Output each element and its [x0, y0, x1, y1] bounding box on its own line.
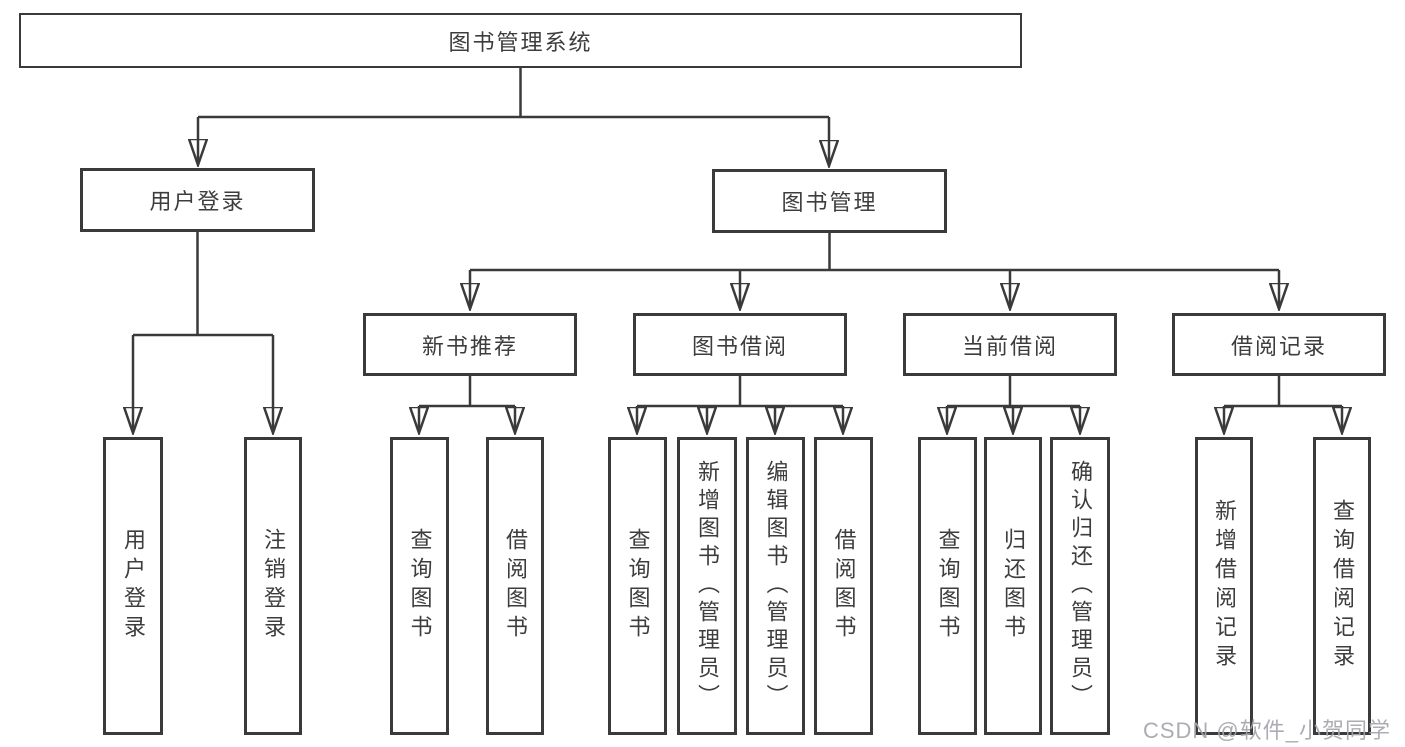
leaf-user-login: 用户登录 — [103, 437, 163, 735]
leaf-borrow-query-books: 查询图书 — [608, 437, 667, 735]
leaf-rec-borrow-books: 借阅图书 — [486, 437, 544, 735]
leaf-add-books-admin: 新增图书（管理员） — [677, 437, 737, 735]
connector-mgmt-branch — [470, 233, 1279, 272]
leaf-borrow-books: 借阅图书 — [814, 437, 873, 735]
node-borrow-records: 借阅记录 — [1172, 313, 1386, 376]
node-book-borrowing: 图书借阅 — [633, 313, 847, 376]
leaf-rec-query-books: 查询图书 — [390, 437, 449, 735]
node-new-book-recommend: 新书推荐 — [363, 313, 577, 376]
leaf-logout: 注销登录 — [244, 437, 302, 735]
leaf-edit-books-admin: 编辑图书（管理员） — [746, 437, 805, 735]
node-user-login-branch: 用户登录 — [80, 168, 315, 232]
connector-login-branch — [133, 232, 273, 337]
leaf-return-books: 归还图书 — [984, 437, 1042, 735]
node-book-management: 图书管理 — [712, 169, 947, 233]
leaf-current-query-books: 查询图书 — [918, 437, 977, 735]
connector-root — [198, 68, 829, 119]
connector-group-rec — [419, 376, 515, 408]
node-current-borrowing: 当前借阅 — [903, 313, 1117, 376]
csdn-watermark: CSDN @软件_小贺同学 — [1142, 718, 1391, 743]
leaf-query-borrow-record: 查询借阅记录 — [1313, 437, 1371, 735]
node-book-management-system: 图书管理系统 — [19, 13, 1022, 68]
connector-group-current — [947, 376, 1080, 408]
leaf-add-borrow-record: 新增借阅记录 — [1195, 437, 1253, 735]
leaf-confirm-return-admin: 确认归还（管理员） — [1050, 437, 1110, 735]
connector-group-borrow — [637, 376, 843, 408]
connector-group-records — [1224, 376, 1342, 408]
